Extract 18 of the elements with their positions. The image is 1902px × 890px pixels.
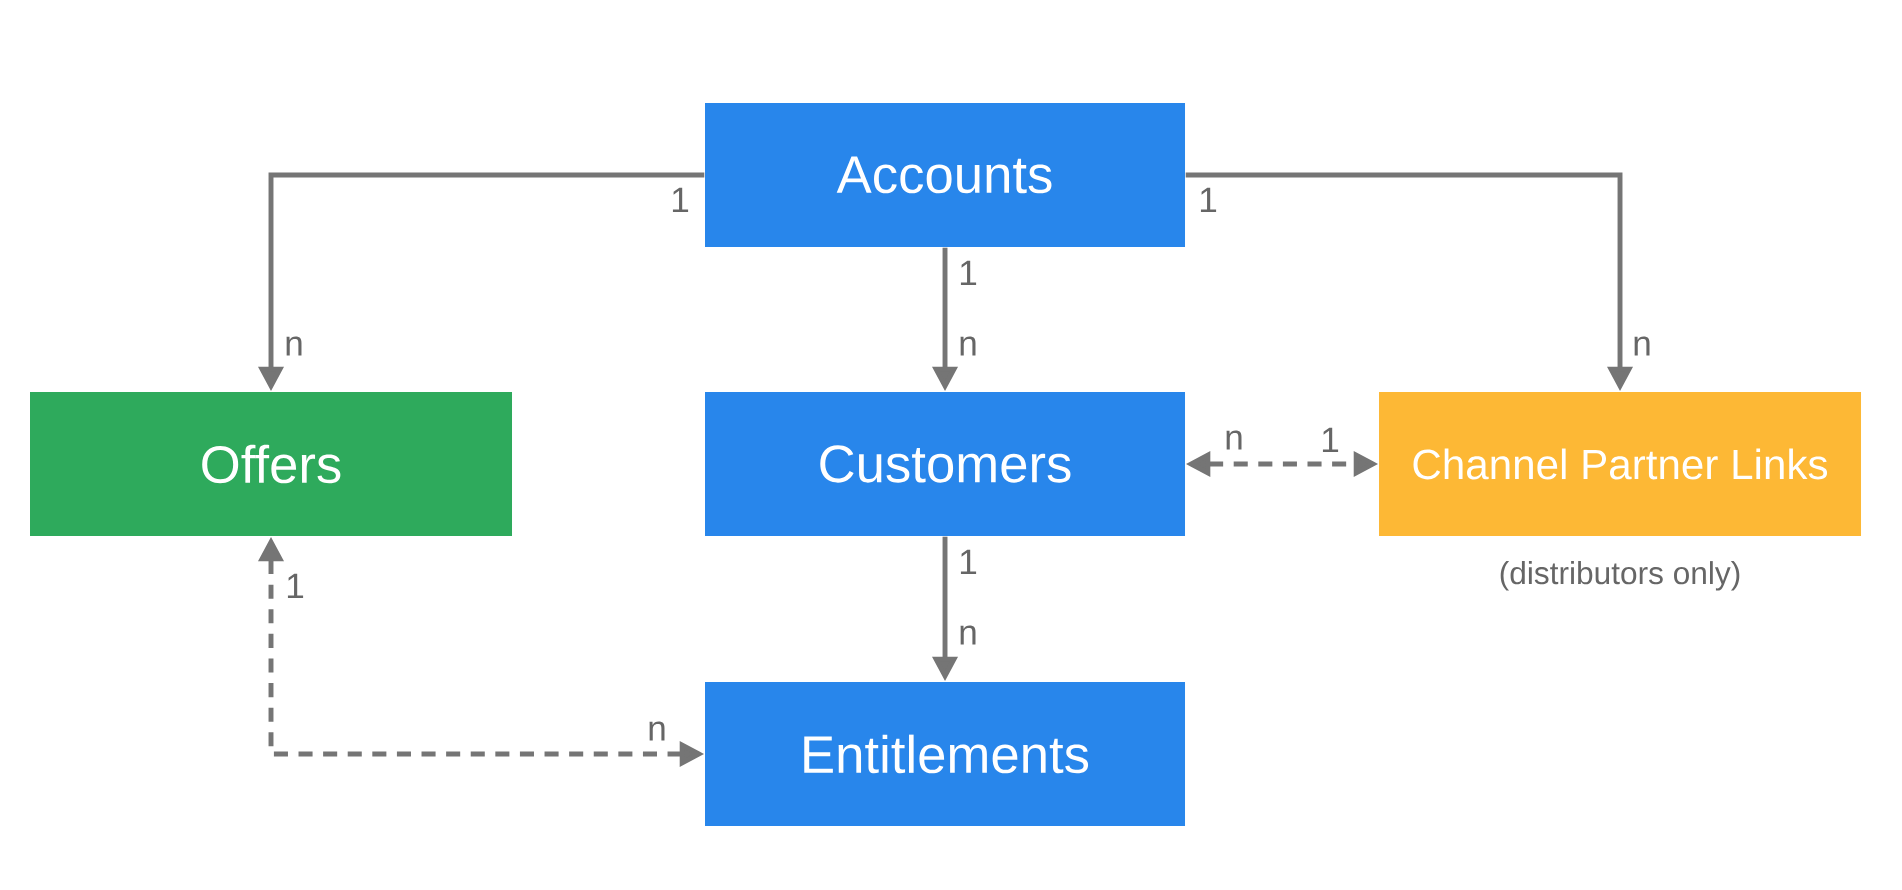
entity-box: Offers [30, 392, 512, 536]
cardinality-label: 1 [287, 573, 304, 599]
cardinality-label: n [960, 336, 976, 356]
cardinality-label: 1 [1200, 187, 1217, 213]
entity-box: Channel Partner Links [1379, 392, 1861, 536]
cardinality-label: n [1634, 336, 1650, 356]
cardinality-label: n [960, 625, 976, 645]
entity-box: Customers [705, 392, 1185, 536]
cardinality-label: 1 [960, 549, 977, 575]
cardinality-label: 1 [672, 187, 689, 213]
cardinality-label: n [286, 336, 302, 356]
cardinality-label: n [649, 721, 665, 741]
entity-box: Accounts [705, 103, 1185, 247]
node-caption: (distributors only) [1500, 561, 1740, 591]
cardinality-label: n [1226, 430, 1242, 450]
cardinality-label: 1 [960, 260, 977, 286]
entity-box: Entitlements [705, 682, 1185, 826]
cardinality-label: 1 [1322, 427, 1339, 453]
